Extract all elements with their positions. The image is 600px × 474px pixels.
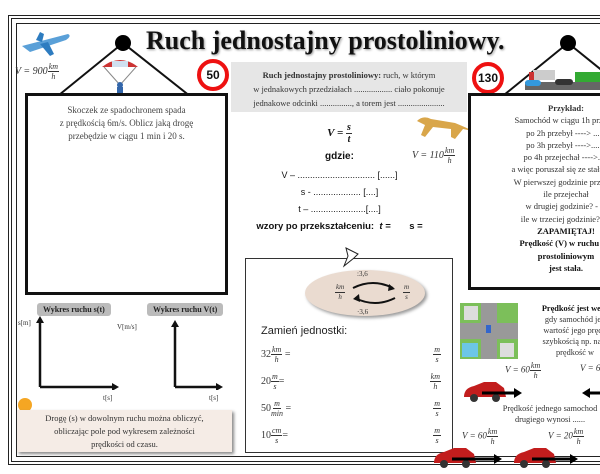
graph-axes xyxy=(36,316,223,390)
graph-v-xlabel: t[s] xyxy=(209,394,219,402)
speed-limit-50-icon: 50 xyxy=(197,59,229,91)
graph-s-ylabel: s[m] xyxy=(18,319,31,327)
airplane-icon xyxy=(22,32,70,56)
graph-s-title: Wykres ruchu s(t) xyxy=(37,303,111,316)
car-speed: V = 6 xyxy=(580,363,600,373)
parachutist-icon xyxy=(102,60,138,96)
cheetah-icon xyxy=(417,117,473,139)
page-frame xyxy=(8,15,600,465)
conversion-heading: Zamień jednostki: xyxy=(261,325,348,337)
intersection-map-image xyxy=(460,303,518,359)
tip-box: Drogę (s) w dowolnym ruchu można obliczy… xyxy=(17,410,232,452)
page-title: Ruch jednostajny prostoliniowy. xyxy=(146,26,505,55)
pushpin-icon xyxy=(342,247,359,268)
definition-box: Ruch jednostajny prostoliniowy: ruch, w … xyxy=(231,62,467,112)
traffic-image xyxy=(525,70,600,90)
example-box: Przykład: Samochód w ciągu 1h przebyłpo … xyxy=(468,93,600,290)
speed-limit-130-icon: 130 xyxy=(472,62,504,94)
multiply-label: ·3,6 xyxy=(357,308,369,316)
car-with-arrow-icon xyxy=(464,382,600,402)
parachute-task-box: Skoczek ze spadochronem spada z prędkośc… xyxy=(25,93,228,295)
vector-text: Prędkość jest wektgdy samochód jedwartoś… xyxy=(541,304,600,357)
cars-with-arrows-icon xyxy=(434,448,578,468)
task-line: Skoczek ze spadochronem spada xyxy=(67,105,186,115)
graph-s-xlabel: t[s] xyxy=(103,394,113,402)
task-line: przebędzie w ciągu 1 min i 20 s. xyxy=(68,131,185,141)
graph-v-title: Wykres ruchu V(t) xyxy=(147,303,224,316)
graph-v-ylabel: V[m/s] xyxy=(117,323,137,331)
conversion-arrows-icon xyxy=(352,282,396,304)
divide-label: :3,6 xyxy=(357,270,368,278)
task-line: z prędkością 6m/s. Oblicz jaką drogę xyxy=(59,118,194,128)
